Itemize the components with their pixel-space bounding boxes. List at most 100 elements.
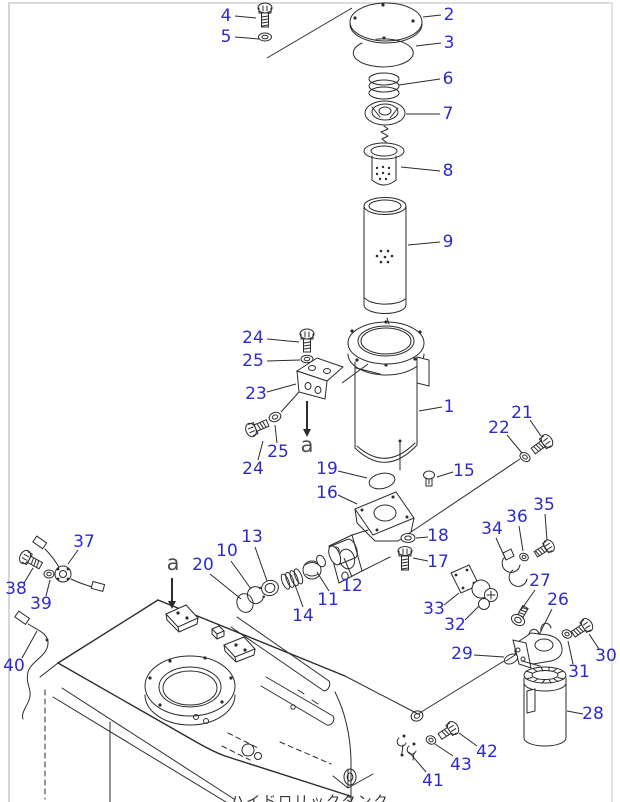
leader-line-1 (418, 406, 443, 412)
callout-22[interactable]: 22 (488, 418, 510, 438)
callout-11[interactable]: 11 (317, 590, 339, 610)
callout-5[interactable]: 5 (221, 27, 232, 47)
callout-39[interactable]: 39 (30, 594, 52, 614)
callout-37[interactable]: 37 (73, 532, 95, 552)
reference-line (280, 391, 300, 413)
part-3-ring-drawing (352, 38, 414, 68)
leader-line-36 (518, 525, 524, 552)
callout-18[interactable]: 18 (427, 526, 449, 546)
part-36-washer-drawing (519, 552, 529, 562)
leader-line-27 (520, 589, 536, 611)
leader-line-9 (407, 241, 441, 246)
callout-40[interactable]: 40 (3, 656, 25, 676)
callout-2[interactable]: 2 (444, 5, 455, 25)
callout-34[interactable]: 34 (481, 519, 503, 539)
part-6-spring-drawing (368, 72, 400, 100)
part-12-sleeve-drawing (328, 538, 358, 566)
ref-letter-a-tank: a (167, 551, 180, 575)
callout-38[interactable]: 38 (5, 579, 27, 599)
part-24-upper-bolt-drawing (299, 328, 315, 364)
part-2-cover-drawing (349, 2, 423, 44)
reference-line (266, 7, 353, 59)
leader-line-28 (566, 710, 584, 715)
callout-32[interactable]: 32 (444, 615, 466, 635)
part-22-washer-drawing (519, 451, 531, 463)
callout-43[interactable]: 43 (450, 755, 472, 775)
leader-line-38 (23, 567, 34, 584)
part-13-ring-drawing (261, 579, 279, 597)
leader-line-29 (473, 654, 505, 658)
callout-33[interactable]: 33 (423, 599, 445, 619)
callout-4[interactable]: 4 (221, 6, 232, 26)
leader-line-10 (230, 560, 252, 590)
callout-15[interactable]: 15 (453, 461, 475, 481)
callout-20[interactable]: 20 (192, 555, 214, 575)
part-17-bolt-drawing (397, 546, 413, 571)
part-18-washer-drawing (400, 533, 416, 543)
callout-9[interactable]: 9 (443, 232, 454, 252)
part-15-plug-drawing (423, 470, 435, 487)
callout-36[interactable]: 36 (506, 507, 528, 527)
callout-21[interactable]: 21 (511, 403, 533, 423)
callout-42[interactable]: 42 (476, 742, 498, 762)
callout-29[interactable]: 29 (451, 644, 473, 664)
part-21-bolt-drawing (530, 434, 554, 455)
part-26-filter-head-drawing (512, 622, 563, 669)
callout-14[interactable]: 14 (292, 606, 314, 626)
callout-23[interactable]: 23 (245, 384, 267, 404)
callout-35[interactable]: 35 (533, 495, 555, 515)
callout-1[interactable]: 1 (444, 397, 455, 417)
leader-line-42 (458, 732, 478, 747)
part-23-bracket-drawing (295, 357, 344, 400)
callout-41[interactable]: 41 (422, 771, 444, 791)
part-42-bolt-drawing (437, 721, 460, 740)
callout-24a[interactable]: 24 (242, 328, 264, 348)
page-border-left (8, 2, 10, 802)
leader-line-11 (316, 571, 330, 592)
part-39-washer-drawing (43, 569, 55, 579)
callout-12[interactable]: 12 (341, 576, 363, 596)
annotation-layer: 4523678924252312425212215191618171310201… (3, 5, 617, 791)
leader-line-37 (67, 549, 79, 565)
callout-28[interactable]: 28 (582, 704, 604, 724)
leader-line-17 (412, 557, 429, 562)
leader-line-25 (274, 424, 278, 444)
part-40-harness-drawing (14, 610, 49, 720)
callout-3[interactable]: 3 (444, 33, 455, 53)
part-41-clamp-drawing (396, 734, 417, 761)
callout-6[interactable]: 6 (443, 69, 454, 89)
callout-16[interactable]: 16 (316, 483, 338, 503)
part-43-washer-drawing (425, 735, 437, 745)
part-10-snapring-drawing (246, 586, 266, 605)
ref-arrow-head (168, 601, 176, 609)
part-1-housing-drawing (347, 317, 430, 471)
leader-line-20 (209, 573, 242, 600)
reference-line (417, 660, 505, 715)
leader-line-13 (254, 546, 268, 582)
part-20-cap-drawing (236, 593, 254, 613)
part-27-fitting-drawing (510, 604, 529, 627)
callout-26[interactable]: 26 (547, 590, 569, 610)
callout-31[interactable]: 31 (568, 662, 590, 682)
callout-13[interactable]: 13 (241, 527, 263, 547)
leader-line-33 (443, 592, 460, 606)
leader-line-24 (257, 440, 264, 461)
part-30-bolt-drawing (570, 618, 594, 638)
callout-25b[interactable]: 25 (267, 442, 289, 462)
callout-17[interactable]: 17 (427, 552, 449, 572)
part-11-poppet-drawing (302, 554, 326, 580)
callout-10[interactable]: 10 (216, 541, 238, 561)
callout-8[interactable]: 8 (443, 161, 454, 181)
leader-line-8 (400, 166, 441, 172)
ref-letter-a-bracket: a (301, 433, 314, 457)
leader-line-32 (464, 605, 480, 621)
callout-24b[interactable]: 24 (242, 459, 264, 479)
callout-30[interactable]: 30 (595, 646, 617, 666)
reference-line (341, 363, 369, 384)
callout-25a[interactable]: 25 (242, 351, 264, 371)
callout-19[interactable]: 19 (316, 459, 338, 479)
callout-27[interactable]: 27 (529, 571, 551, 591)
callout-7[interactable]: 7 (443, 104, 454, 124)
leader-line-30 (588, 633, 600, 650)
